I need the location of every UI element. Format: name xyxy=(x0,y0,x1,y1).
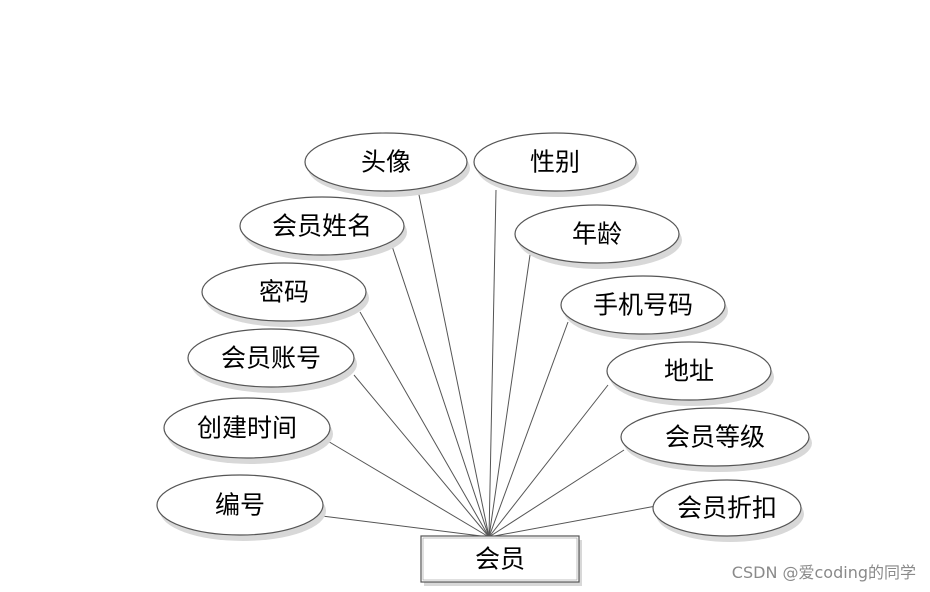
attribute-avatar: 头像 xyxy=(304,132,470,197)
entity-label: 会员 xyxy=(475,545,525,574)
attribute-label: 编号 xyxy=(215,491,265,520)
attribute-member-level: 会员等级 xyxy=(620,407,812,472)
attribute-label: 创建时间 xyxy=(197,414,297,443)
attribute-label: 地址 xyxy=(664,357,714,386)
connector-line xyxy=(488,321,569,538)
attribute-address: 地址 xyxy=(606,341,774,406)
connector-line xyxy=(488,189,497,538)
attribute-member-account: 会员账号 xyxy=(187,328,357,393)
attribute-phone: 手机号码 xyxy=(560,275,728,340)
attribute-label: 年龄 xyxy=(572,220,622,249)
connector-line xyxy=(359,311,490,538)
attribute-gender: 性别 xyxy=(473,132,639,197)
attribute-member-discount: 会员折扣 xyxy=(652,479,804,542)
attribute-label: 会员账号 xyxy=(221,344,321,373)
attribute-label: 会员折扣 xyxy=(677,494,777,523)
attribute-age: 年龄 xyxy=(514,204,682,269)
attribute-label: 头像 xyxy=(361,148,411,177)
connector-line xyxy=(321,515,490,538)
connector-line xyxy=(488,384,609,538)
connector-line xyxy=(488,449,625,538)
attribute-label: 会员姓名 xyxy=(272,212,372,241)
connector-line xyxy=(488,505,657,538)
attribute-create-time: 创建时间 xyxy=(163,397,333,464)
connector-line xyxy=(325,439,490,538)
attribute-member-name: 会员姓名 xyxy=(239,196,407,261)
connector-line xyxy=(417,189,490,538)
connector-line xyxy=(353,374,490,538)
attribute-label: 会员等级 xyxy=(665,423,765,452)
connector-line xyxy=(488,254,531,538)
attribute-password: 密码 xyxy=(201,262,369,327)
attribute-id-number: 编号 xyxy=(156,474,326,541)
attribute-label: 性别 xyxy=(530,148,580,177)
relationship-lines xyxy=(321,189,657,538)
connector-line xyxy=(391,245,490,538)
entity-member: 会员 xyxy=(420,535,582,586)
attribute-label: 手机号码 xyxy=(593,291,693,320)
watermark: CSDN @爱coding的同学 xyxy=(731,563,916,582)
attribute-label: 密码 xyxy=(259,278,309,307)
